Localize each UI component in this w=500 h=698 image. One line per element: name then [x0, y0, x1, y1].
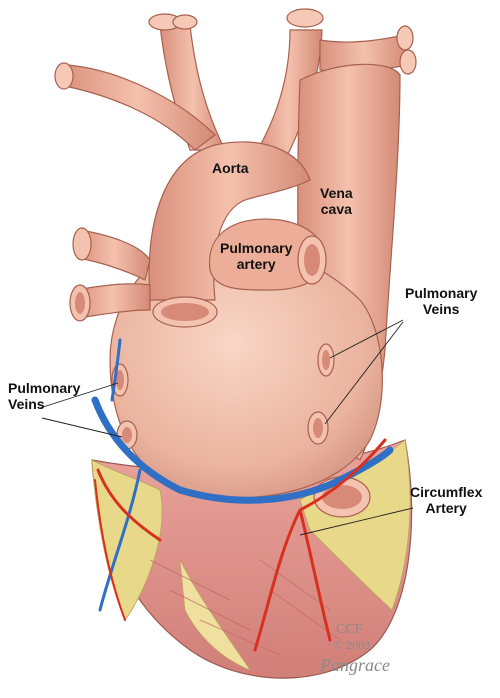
- pulmonary-vessel-stubs: [69, 227, 218, 328]
- coronary-vein: [91, 396, 394, 504]
- label-pulmonary-veins-right: Pulmonary Veins: [405, 285, 478, 317]
- leader-lines: [39, 319, 414, 536]
- aortic-arch: [148, 141, 311, 301]
- label-aorta: Aorta: [212, 160, 249, 176]
- label-pulmonary-artery: Pulmonary artery: [220, 240, 293, 272]
- credit-org: CCF: [336, 622, 363, 637]
- circumflex-artery-vessel: [96, 438, 387, 652]
- label-pulmonary-veins-left: Pulmonary Veins: [8, 380, 81, 412]
- aortic-branches: [54, 8, 417, 161]
- label-vena-cava: Vena cava: [320, 185, 353, 217]
- credit-copyright: © 2003: [334, 638, 371, 652]
- credit-signature: Pangrace: [320, 655, 390, 675]
- label-circumflex-artery: Circumflex Artery: [410, 484, 483, 516]
